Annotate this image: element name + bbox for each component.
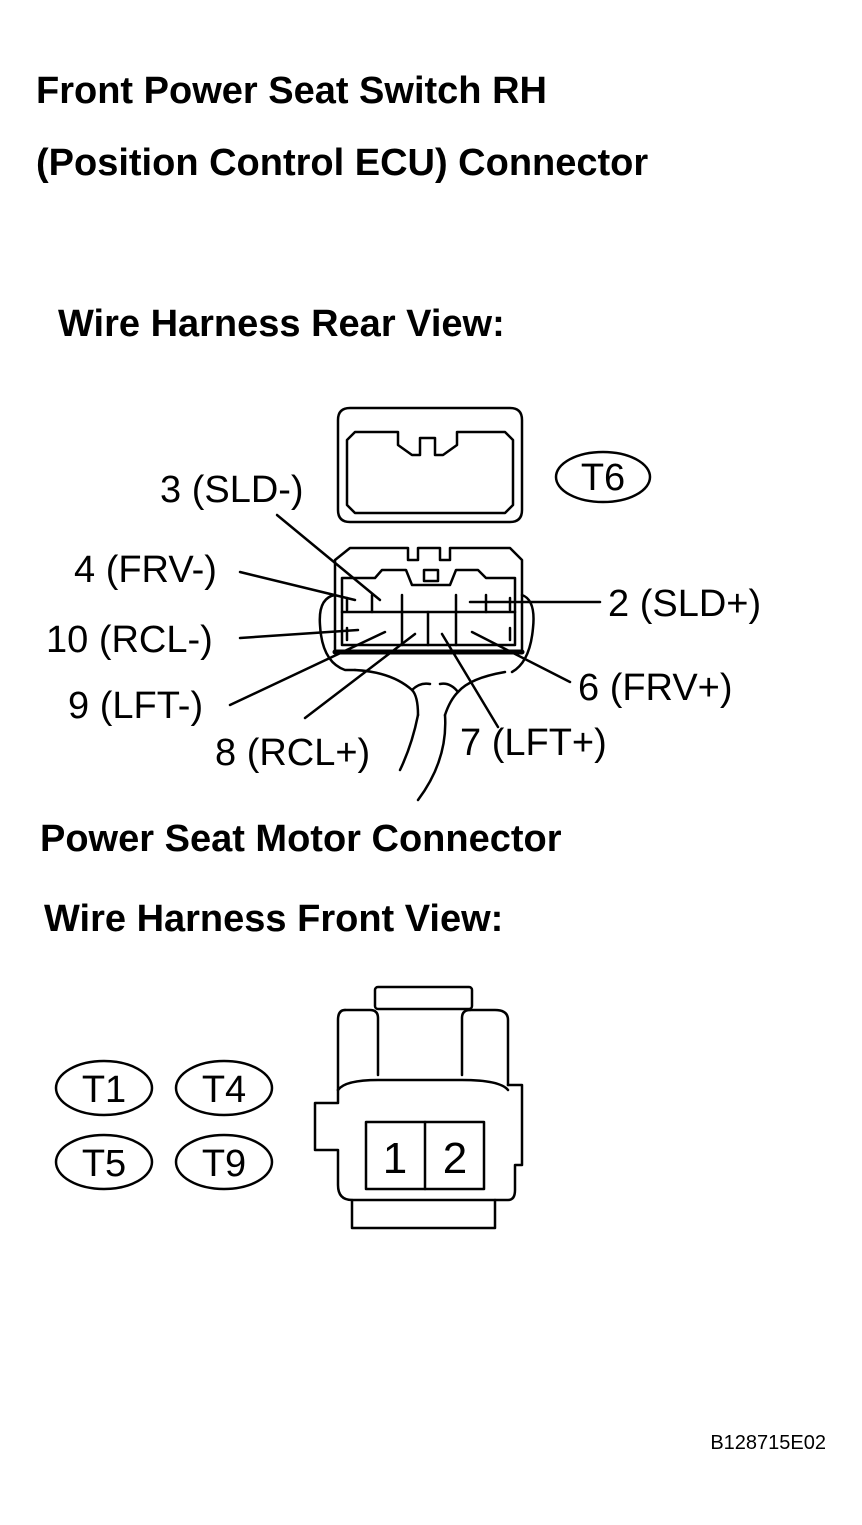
t6-tag: T6	[554, 450, 652, 504]
pin-3-callout: 3 (SLD-)	[160, 469, 382, 602]
pin-8-callout: 8 (RCL+)	[215, 632, 417, 774]
pin-3-label: 3 (SLD-)	[160, 469, 304, 511]
pin-8-label: 8 (RCL+)	[215, 732, 370, 774]
wire-harness	[353, 668, 507, 802]
pin-7-label: 7 (LFT+)	[460, 722, 607, 764]
motor-pin-2-label: 2	[443, 1134, 467, 1183]
page-title-line-1: Front Power Seat Switch RH	[36, 70, 547, 112]
pin-10-callout: 10 (RCL-)	[46, 619, 360, 661]
pin-6-callout: 6 (FRV+)	[470, 630, 733, 709]
pin-10-label: 10 (RCL-)	[46, 619, 213, 661]
motor-pin-1-label: 1	[383, 1134, 407, 1183]
page-title-line-2: (Position Control ECU) Connector	[36, 142, 649, 184]
pin-4-callout: 4 (FRV-)	[74, 549, 357, 602]
figure-code: B128715E02	[710, 1432, 826, 1454]
motor-connector-title: Power Seat Motor Connector	[40, 818, 562, 860]
pin-2-label: 2 (SLD+)	[608, 583, 761, 625]
pin-9-label: 9 (LFT-)	[68, 685, 203, 727]
pin-7-callout: 7 (LFT+)	[440, 632, 607, 764]
pin-6-label: 6 (FRV+)	[578, 667, 733, 709]
ecu-connector-body	[318, 546, 535, 674]
pin-2-callout: 2 (SLD+)	[468, 583, 761, 625]
terminal-marks	[345, 596, 512, 642]
ecu-connector-cover	[336, 406, 524, 524]
t5-tag-label: T5	[82, 1143, 126, 1185]
ecu-view-label: Wire Harness Rear View:	[58, 303, 505, 345]
t9-tag-label: T9	[202, 1143, 246, 1185]
pin-4-label: 4 (FRV-)	[74, 549, 217, 591]
pin-9-callout: 9 (LFT-)	[68, 630, 387, 727]
motor-tags: T1 T4 T5 T9	[54, 1059, 274, 1191]
t6-tag-label: T6	[581, 457, 625, 499]
t4-tag-label: T4	[202, 1069, 246, 1111]
t1-tag-label: T1	[82, 1069, 126, 1111]
motor-connector-body: 1 2	[313, 985, 524, 1230]
motor-view-label: Wire Harness Front View:	[44, 898, 504, 940]
